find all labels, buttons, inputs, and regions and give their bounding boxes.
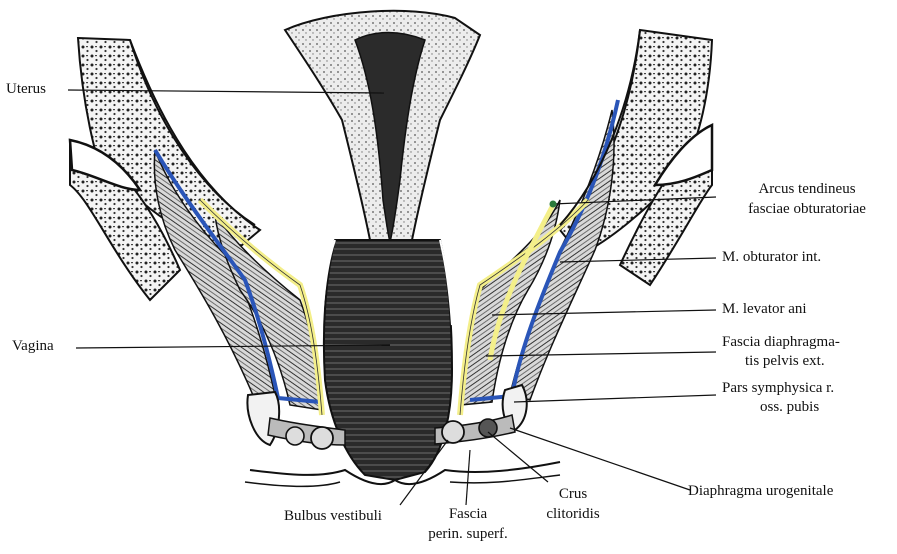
right-bulbus-vestibuli (442, 421, 464, 443)
label-arcus-line1: Arcus tendineus (722, 181, 892, 198)
label-levator: M. levator ani (722, 301, 807, 318)
label-fascia-diaph-line1: Fascia diaphragma- (722, 334, 840, 351)
label-vagina: Vagina (12, 338, 54, 355)
label-fascia-perin-line2: perin. superf. (418, 526, 518, 543)
label-uterus: Uterus (6, 81, 46, 98)
right-crus-clitoridis (479, 419, 497, 437)
left-crus-clitoridis (286, 427, 304, 445)
label-obturator: M. obturator int. (722, 249, 821, 266)
left-bulbus-vestibuli (311, 427, 333, 449)
label-fascia-diaph-line2: tis pelvis ext. (745, 353, 825, 370)
leader-levator (492, 310, 716, 315)
leader-pars (514, 395, 716, 402)
label-fascia-perin-line1: Fascia (418, 506, 518, 523)
label-pars-line1: Pars symphysica r. (722, 380, 834, 397)
label-arcus-line2: fasciae obturatoriae (722, 201, 892, 218)
label-crus-line2: clitoridis (528, 506, 618, 523)
leader-diaph-urogen (510, 428, 690, 490)
leader-fascia-perin (466, 450, 470, 505)
uterus-body (285, 11, 480, 242)
label-crus-line1: Crus (528, 486, 618, 503)
leader-crus (488, 432, 548, 482)
arcus-dot (550, 201, 557, 208)
label-pars-line2: oss. pubis (760, 399, 819, 416)
label-bulbus: Bulbus vestibuli (284, 508, 382, 525)
label-diaph-urogen: Diaphragma urogenitale (688, 483, 833, 500)
